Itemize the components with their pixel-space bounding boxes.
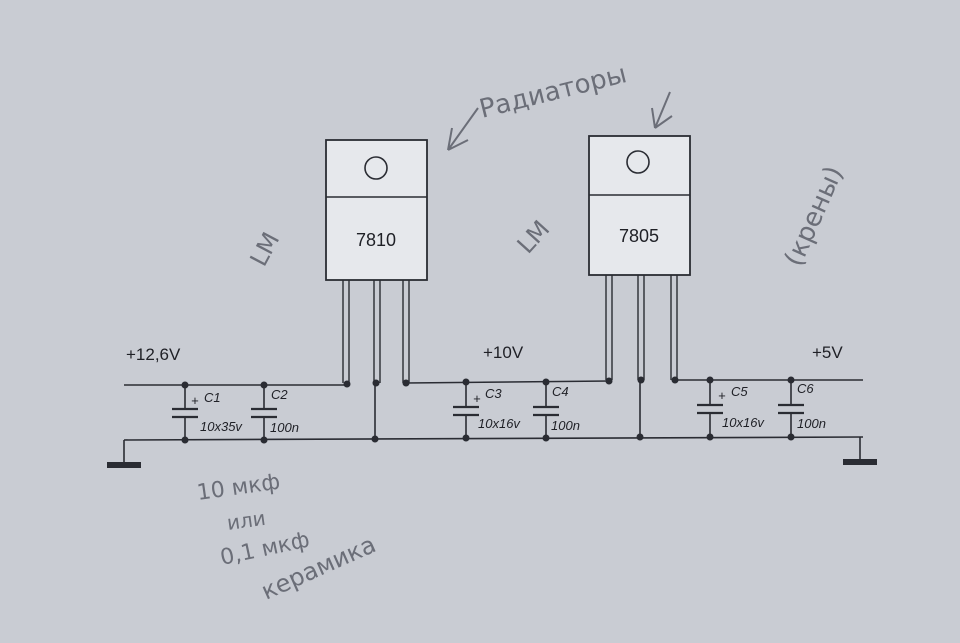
mounting-hole-icon [626,150,650,174]
capacitor-c1: + C1 10x35v [172,385,243,440]
capacitor-c4: C4 100n [533,382,580,438]
mounting-hole-icon [364,156,388,180]
middle-rail-wire [405,380,611,384]
capacitor-c3: + C3 10x16v [453,382,521,438]
capacitor-c6: C6 100n [778,380,826,437]
arrow-icon [447,107,479,151]
regulator-7810: 7810 [325,139,428,383]
middle-voltage-label: +10V [483,343,524,362]
input-voltage-label: +12,6V [126,345,181,364]
capacitor-ref: C1 [204,390,221,405]
capacitor-ref: C2 [271,387,288,402]
wiring [123,379,864,463]
ground-icon [107,462,141,468]
capacitor-value: 100n [797,416,826,431]
regulator-pins [605,275,678,380]
regulator-body [588,135,691,276]
handwritten-cap-note-line2: или [225,506,267,535]
capacitor-c5: + C5 10x16v [697,380,765,437]
capacitor-ref: C5 [731,384,748,399]
capacitor-value: 100n [551,418,580,433]
polarity-mark: + [191,393,199,408]
capacitor-ref: C6 [797,381,814,396]
regulator-part-number: 7805 [619,226,659,246]
ground-bus-wire [123,436,864,441]
capacitor-value: 10x16v [722,415,765,430]
ground-icon [843,459,877,465]
capacitor-c2: C2 100n [251,385,299,440]
regulator-body [325,139,428,281]
polarity-mark: + [718,388,726,403]
regulator-part-number: 7810 [356,230,396,250]
capacitor-value: 100n [270,420,299,435]
regulator-7805: 7805 [588,135,691,380]
regulator-pins [342,280,410,383]
capacitor-value: 10x16v [478,416,521,431]
capacitor-ref: C4 [552,384,569,399]
junction-dots [181,376,795,444]
arrow-icon [651,91,673,129]
capacitor-ref: C3 [485,386,502,401]
output-voltage-label: +5V [812,343,843,362]
capacitor-value: 10x35v [200,419,243,434]
polarity-mark: + [473,391,481,406]
